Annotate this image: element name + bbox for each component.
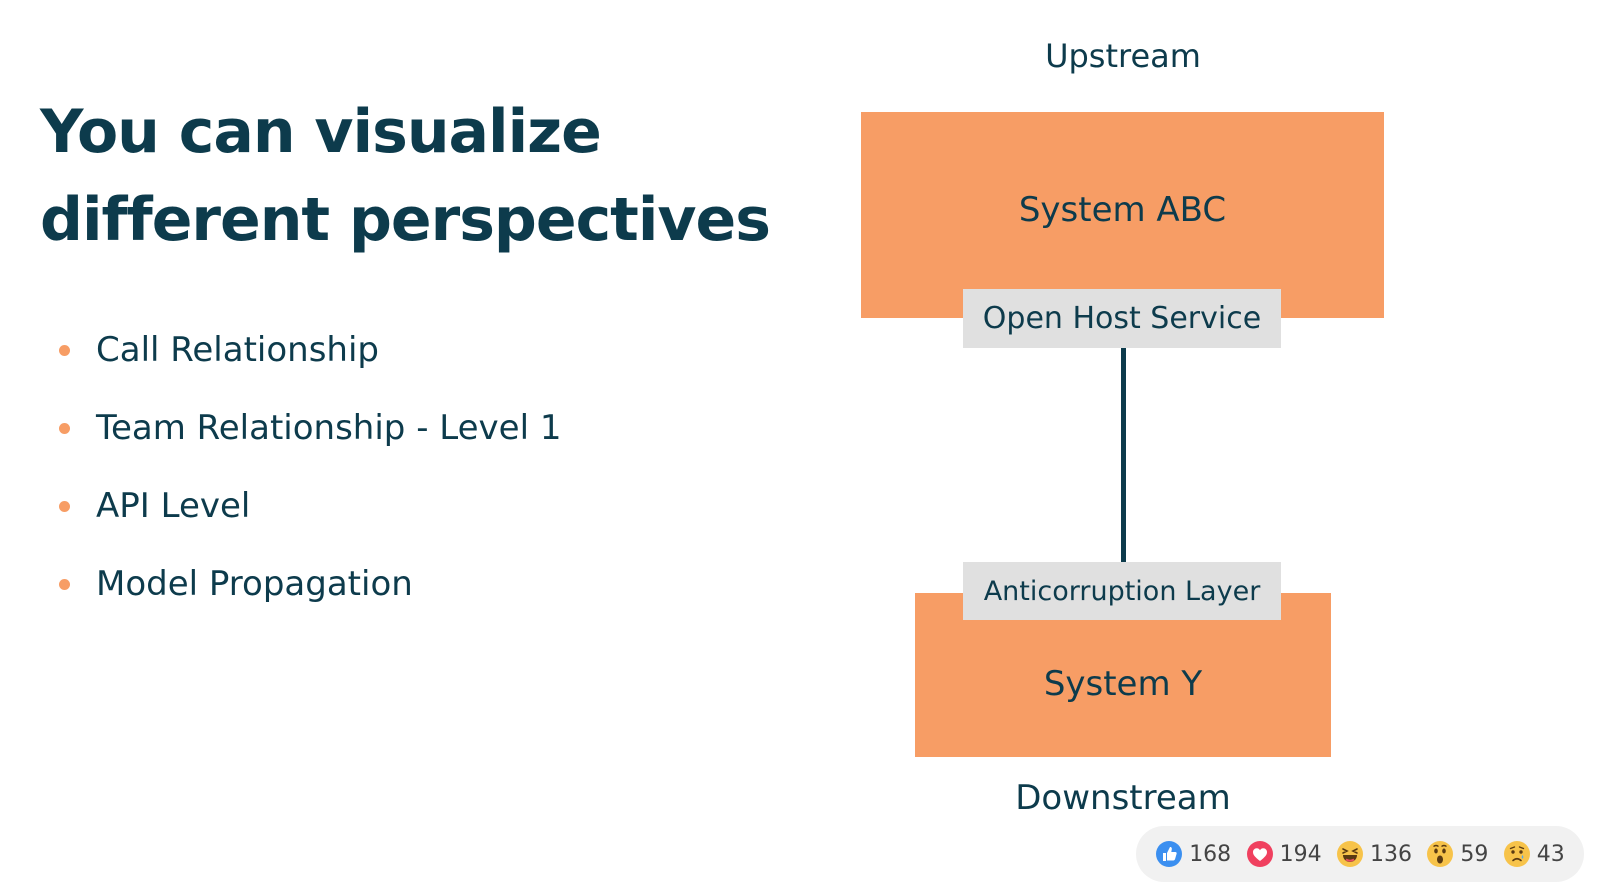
- bullet-text: Team Relationship - Level 1: [96, 408, 562, 448]
- system-y-box: System Y: [915, 593, 1331, 757]
- bullet-list: Call Relationship Team Relationship - Le…: [56, 328, 561, 640]
- reaction-sad-count: 43: [1536, 841, 1565, 867]
- bullet-text: API Level: [96, 486, 251, 526]
- downstream-label: Downstream: [1015, 778, 1231, 818]
- reaction-wow-count: 59: [1460, 841, 1489, 867]
- anticorruption-layer-tag: Anticorruption Layer: [963, 562, 1281, 620]
- bullet-dot-icon: [59, 423, 70, 434]
- reaction-haha[interactable]: 136: [1336, 840, 1412, 868]
- bullet-item: API Level: [56, 484, 561, 562]
- bullet-item: Call Relationship: [56, 328, 561, 406]
- bullet-dot-icon: [59, 579, 70, 590]
- bullet-dot-icon: [59, 501, 70, 512]
- bullet-dot-icon: [59, 345, 70, 356]
- slide-title: You can visualize different perspectives: [40, 88, 771, 264]
- upstream-label: Upstream: [1045, 37, 1201, 75]
- slide-title-line-2: different perspectives: [40, 185, 771, 255]
- surprised-face-icon: [1427, 841, 1454, 867]
- reaction-love[interactable]: 194: [1246, 840, 1322, 868]
- bullet-item: Team Relationship - Level 1: [56, 406, 561, 484]
- thumbs-up-icon: [1156, 841, 1183, 867]
- reactions-bar: 168 194 136 59: [1136, 826, 1584, 882]
- reaction-love-count: 194: [1279, 841, 1322, 867]
- reaction-like-count: 168: [1189, 841, 1232, 867]
- bullet-text: Call Relationship: [96, 330, 379, 370]
- slide-title-line-1: You can visualize: [40, 97, 602, 167]
- laughing-face-icon: [1336, 841, 1363, 867]
- reaction-sad[interactable]: 43: [1503, 840, 1565, 868]
- system-abc-label: System ABC: [1018, 190, 1227, 230]
- system-abc-box: System ABC: [861, 112, 1384, 318]
- reaction-haha-count: 136: [1369, 841, 1412, 867]
- reaction-like[interactable]: 168: [1155, 840, 1231, 868]
- bullet-text: Model Propagation: [96, 564, 413, 604]
- sad-face-icon: [1503, 841, 1530, 867]
- reaction-wow[interactable]: 59: [1426, 840, 1488, 868]
- heart-icon: [1246, 841, 1273, 867]
- system-y-label: System Y: [1043, 664, 1203, 704]
- relationship-connector-line: [1121, 348, 1126, 562]
- open-host-service-tag: Open Host Service: [963, 289, 1281, 348]
- bullet-item: Model Propagation: [56, 562, 561, 640]
